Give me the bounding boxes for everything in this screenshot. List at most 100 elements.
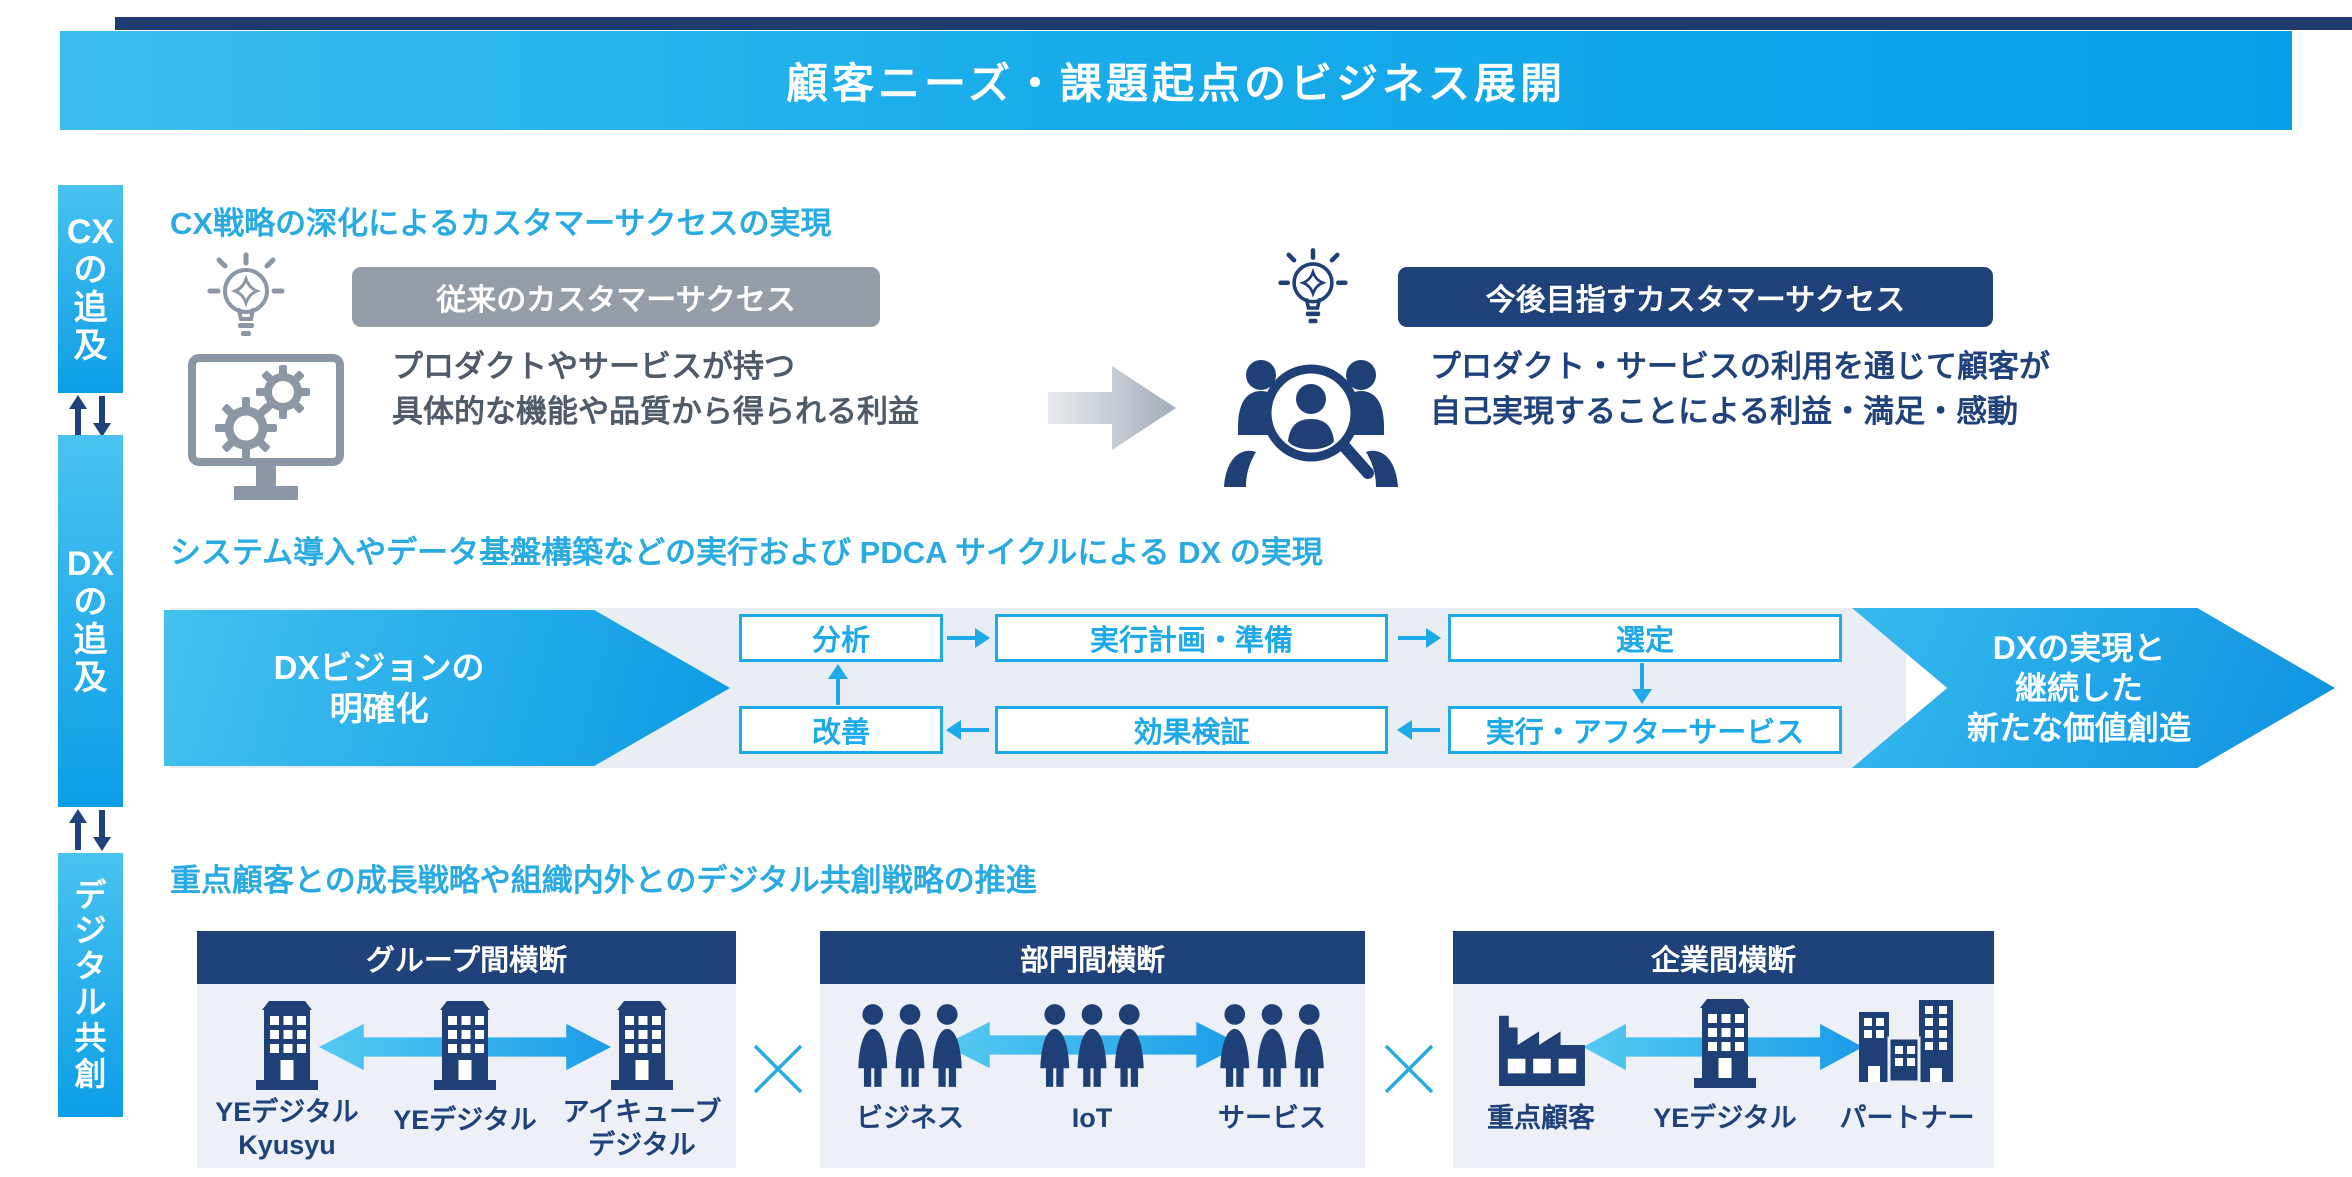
building-icon xyxy=(1694,999,1756,1088)
flow-step-label: 実行・アフターサービス xyxy=(1485,717,1805,749)
arrow-up-icon xyxy=(828,664,848,705)
card-header-label: グループ間横断 xyxy=(365,944,568,977)
sidebar-bar-cx-pursuit: CX の 追 及 xyxy=(58,185,123,393)
bar-char: 共 xyxy=(74,1019,107,1056)
bar-char: の xyxy=(73,250,108,289)
legacy-desc-line1: プロダクトやサービスが持つ xyxy=(392,349,795,384)
top-strip xyxy=(115,17,2352,30)
future-desc-line1: プロダクト・サービスの利用を通じて顧客が xyxy=(1430,349,2050,384)
bar-char: 創 xyxy=(74,1055,107,1092)
flow-step-verify: 効果検証 xyxy=(995,706,1388,754)
member-line1: IoT xyxy=(1071,1103,1113,1133)
member-label: IoT xyxy=(992,1102,1192,1135)
people-group-icon xyxy=(858,1004,962,1087)
arrow-right-icon xyxy=(947,628,990,648)
flow-step-label: 効果検証 xyxy=(1133,717,1250,749)
updown-arrows-icon xyxy=(69,395,111,437)
flow-end-line3: 新たな価値創造 xyxy=(1967,710,2192,746)
card-header: 企業間横断 xyxy=(1453,931,1994,984)
x-separator-icon xyxy=(1384,1044,1434,1094)
flow-end-line1: DXの実現と xyxy=(1992,630,2166,666)
people-group-icon xyxy=(1040,1004,1144,1087)
buildings-cluster-icon xyxy=(1859,1000,1953,1084)
card-body: 重点顧客 YEデジタル パートナー xyxy=(1453,984,1994,1168)
legacy-pill-label: 従来のカスタマーサクセス xyxy=(436,284,796,317)
member-line1: YEデジタル xyxy=(1653,1103,1797,1133)
flow-start-line2: 明確化 xyxy=(329,690,429,727)
bar-char: の xyxy=(73,582,108,621)
card-body: ビジネス IoT サービス xyxy=(820,984,1365,1168)
bar-char: タ xyxy=(74,948,107,985)
arrow-left-icon xyxy=(946,720,989,740)
flow-step-plan: 実行計画・準備 xyxy=(995,614,1388,662)
flow-step-label: 分析 xyxy=(811,625,870,657)
member-label: ビジネス xyxy=(810,1102,1010,1135)
updown-arrows-icon xyxy=(69,809,111,851)
people-magnifier-icon xyxy=(1224,360,1398,487)
lightbulb-navy-icon xyxy=(1278,248,1348,324)
bar-char: デ xyxy=(74,876,107,913)
member-line1: YEデジタル xyxy=(393,1105,537,1135)
card-body: YEデジタル Kyusyu YEデジタル アイキューブ デジタル xyxy=(197,984,736,1168)
lightbulb-gray-icon xyxy=(207,252,285,336)
member-line1: パートナー xyxy=(1839,1103,1975,1133)
future-desc-line2: 自己実現することによる利益・満足・感動 xyxy=(1430,394,2019,429)
flow-step-select: 選定 xyxy=(1448,614,1842,662)
member-line1: アイキューブ xyxy=(562,1097,722,1127)
future-description: プロダクト・サービスの利用を通じて顧客が 自己実現することによる利益・満足・感動 xyxy=(1430,344,2050,434)
member-line1: サービス xyxy=(1218,1103,1326,1133)
member-line2: Kyusyu xyxy=(238,1130,336,1160)
flow-step-improve: 改善 xyxy=(739,706,943,754)
cx-section-heading: CX戦略の深化によるカスタマーサクセスの実現 xyxy=(170,206,832,241)
x-separator-icon xyxy=(753,1044,803,1094)
member-label: YEデジタル xyxy=(1625,1102,1825,1135)
arrow-right-icon xyxy=(1398,628,1441,648)
flow-end-arrow: DXの実現と 継続した 新たな価値創造 xyxy=(1852,608,2335,768)
monitor-gears-icon xyxy=(188,354,344,500)
sidebar-bar-dx-pursuit: DX の 追 及 xyxy=(58,435,123,807)
bar-char: DX xyxy=(66,544,115,583)
card-company-cross: 企業間横断 xyxy=(1453,931,1994,1168)
building-icon xyxy=(434,1001,496,1090)
flow-step-execute: 実行・アフターサービス xyxy=(1448,706,1842,754)
transition-arrow-icon xyxy=(1048,366,1176,450)
arrow-left-icon xyxy=(1397,720,1440,740)
flow-start-line1: DXビジョンの xyxy=(273,648,485,686)
card-department-cross: 部門間横断 xyxy=(820,931,1365,1168)
member-label: アイキューブ デジタル xyxy=(542,1096,742,1162)
flow-step-label: 実行計画・準備 xyxy=(1089,625,1293,657)
bar-char: ル xyxy=(74,984,107,1020)
legacy-desc-line2: 具体的な機能や品質から得られる利益 xyxy=(392,394,919,429)
flow-step-label: 改善 xyxy=(811,717,870,749)
card-header: グループ間横断 xyxy=(197,931,736,984)
building-icon xyxy=(256,1001,318,1090)
member-line1: ビジネス xyxy=(856,1103,964,1133)
member-line1: 重点顧客 xyxy=(1487,1103,1595,1133)
flow-step-analysis: 分析 xyxy=(739,614,943,662)
arrow-down-icon xyxy=(1632,663,1652,704)
people-group-icon xyxy=(1220,1004,1324,1087)
bar-char: 追 xyxy=(73,621,108,659)
dx-section-heading: システム導入やデータ基盤構築などの実行および PDCA サイクルによる DX の… xyxy=(170,535,1323,570)
flow-start-arrow: DXビジョンの 明確化 xyxy=(164,610,730,766)
member-label: YEデジタル xyxy=(365,1104,565,1137)
future-customer-success-pill: 今後目指すカスタマーサクセス xyxy=(1398,267,1993,327)
factory-icon xyxy=(1499,1015,1585,1087)
title-banner: 顧客ニーズ・課題起点のビジネス展開 xyxy=(60,31,2292,130)
building-icon xyxy=(611,1001,673,1090)
card-header: 部門間横断 xyxy=(820,931,1365,984)
bar-char: ジ xyxy=(74,912,107,949)
bar-char: 追 xyxy=(73,289,108,327)
page-title: 顧客ニーズ・課題起点のビジネス展開 xyxy=(786,60,1566,107)
flow-end-line2: 継続した xyxy=(2015,670,2144,706)
legacy-customer-success-pill: 従来のカスタマーサクセス xyxy=(352,267,880,327)
card-header-label: 部門間横断 xyxy=(1019,944,1165,977)
future-pill-label: 今後目指すカスタマーサクセス xyxy=(1485,284,1906,317)
flow-step-label: 選定 xyxy=(1615,625,1674,657)
card-header-label: 企業間横断 xyxy=(1650,944,1796,977)
legacy-description: プロダクトやサービスが持つ 具体的な機能や品質から得られる利益 xyxy=(392,344,919,434)
member-label: サービス xyxy=(1172,1102,1372,1135)
bar-char: CX xyxy=(66,212,115,251)
member-line1: YEデジタル xyxy=(215,1097,359,1127)
